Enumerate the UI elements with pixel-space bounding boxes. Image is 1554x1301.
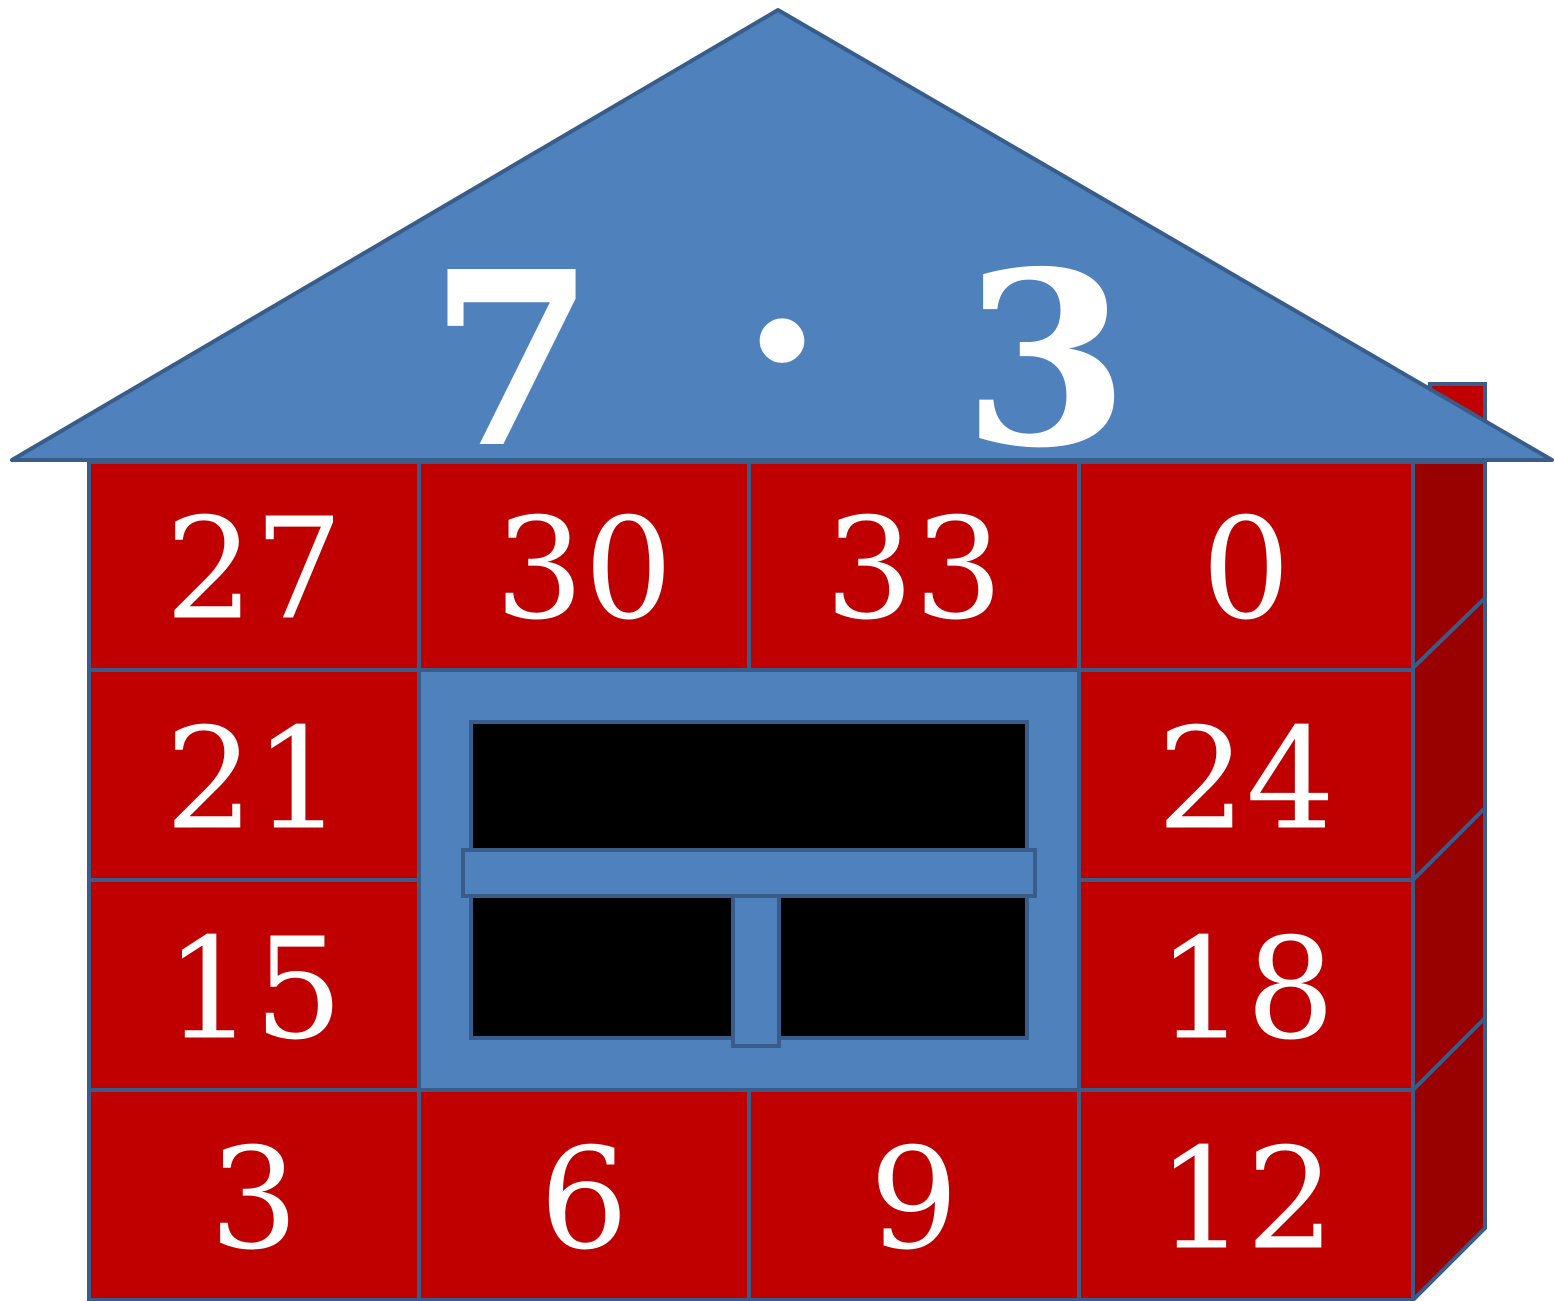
- window-mullion: [733, 896, 779, 1046]
- number-r2-c1: 21: [165, 699, 343, 862]
- number-r1-c3: 33: [825, 489, 1003, 652]
- number-r4-c4: 12: [1157, 1119, 1335, 1282]
- number-r1-c1: 27: [165, 489, 343, 652]
- number-r4-c3: 9: [869, 1119, 958, 1282]
- side-wall: [1413, 462, 1485, 1300]
- number-r4-c1: 3: [209, 1119, 298, 1282]
- number-r1-c4: 0: [1201, 489, 1290, 652]
- number-r3-c4: 18: [1157, 909, 1335, 1072]
- number-r1-c2: 30: [495, 489, 673, 652]
- roof-left-factor: 7: [429, 219, 596, 501]
- roof-operator: ·: [740, 199, 824, 481]
- number-r4-c2: 6: [539, 1119, 628, 1282]
- number-r2-c4: 24: [1157, 699, 1335, 862]
- window-sill: [463, 850, 1035, 896]
- window-icon: [419, 670, 1079, 1090]
- number-r3-c1: 15: [165, 909, 343, 1072]
- roof-right-factor: 3: [963, 219, 1130, 501]
